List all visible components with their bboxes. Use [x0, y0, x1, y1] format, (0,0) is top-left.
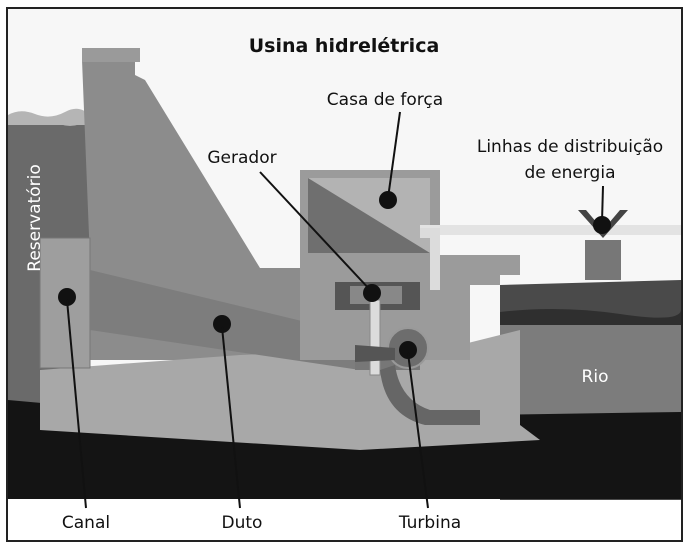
label-powerhouse: Casa de força [327, 90, 443, 110]
dam-crest [82, 48, 140, 62]
label-penstock: Duto [222, 513, 263, 533]
leader-turbine [407, 352, 429, 509]
reservoir-surface [8, 108, 90, 125]
label-turbine: Turbina [398, 513, 461, 533]
label-river: Rio [582, 367, 609, 387]
label-reservoir: Reservatório [25, 164, 45, 271]
leader-penstock [221, 326, 241, 509]
marker-turbine [399, 341, 417, 359]
marker-intake [58, 288, 76, 306]
leader-power-lines [601, 185, 604, 223]
power-line-beam [420, 225, 681, 235]
riverbank-top [500, 308, 681, 325]
label-generator: Gerador [207, 148, 276, 168]
draft-tube [380, 365, 480, 425]
leader-powerhouse [387, 111, 401, 199]
leader-generator [259, 171, 373, 293]
marker-power-lines [593, 216, 611, 234]
marker-generator [363, 284, 381, 302]
label-intake: Canal [62, 513, 110, 533]
label-power-lines-2: de energia [525, 163, 616, 183]
leader-intake [66, 299, 87, 509]
diagram-title: Usina hidrelétrica [249, 35, 440, 57]
marker-powerhouse [379, 191, 397, 209]
marker-penstock [213, 315, 231, 333]
generator-shaft [369, 299, 381, 376]
label-power-lines-1: Linhas de distribuição [477, 137, 663, 157]
transmission-tower [585, 240, 621, 280]
